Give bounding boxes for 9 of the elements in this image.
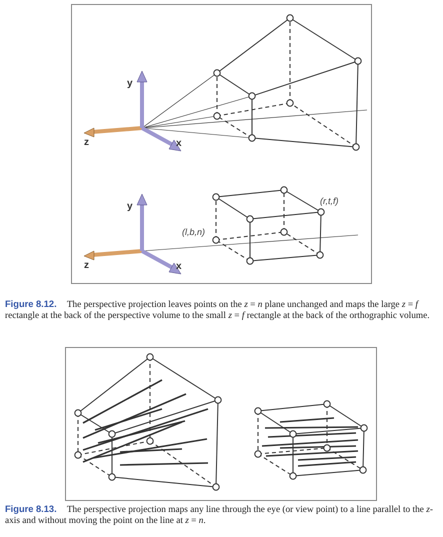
vertex-label: (r,t,f) [320, 195, 338, 208]
axis-label: y [127, 77, 133, 91]
figure-caption: Figure 8.12. The perspective projection leaves points on the z = n plane unchanged and maps the large z = f rectangle at the back of the perspective volume to the small z = f rectangle at the back of the orthographic volume. [5, 299, 431, 322]
axis-label: y [127, 200, 133, 214]
figure-caption: Figure 8.13. The perspective projection maps any line through the eye (or view point) to a line parallel to the z-axis and without moving the point on the line at z = n. [5, 504, 434, 527]
axis-label: x [176, 260, 182, 274]
axis-label: z [84, 259, 89, 273]
axis-label: x [176, 137, 182, 151]
axis-label: z [84, 136, 89, 150]
